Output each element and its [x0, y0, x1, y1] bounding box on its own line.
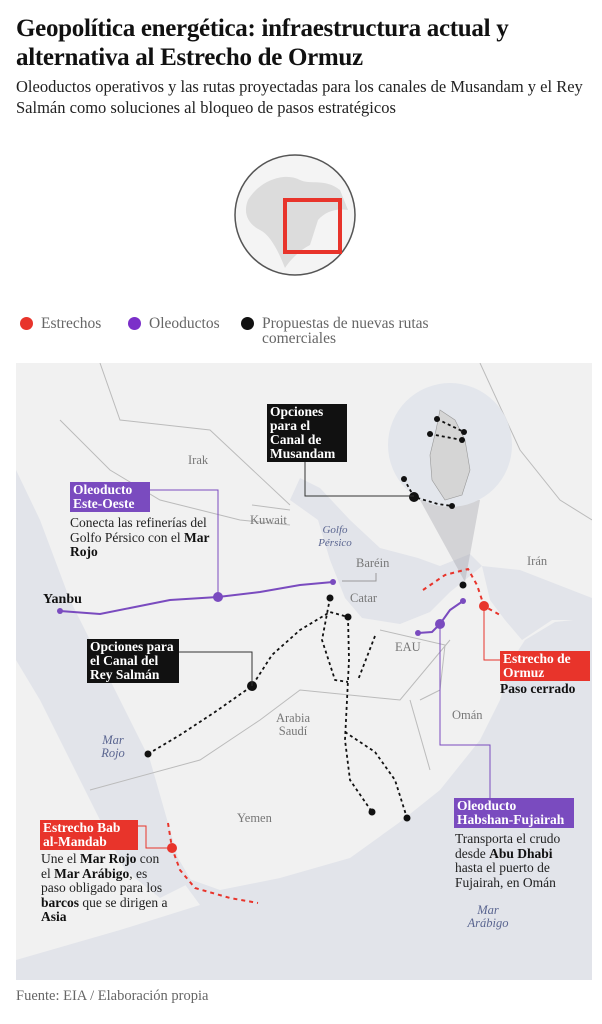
- label-yanbu: Yanbu: [43, 592, 82, 607]
- locator-globe: [234, 154, 356, 276]
- sea-areas: [16, 470, 592, 980]
- label-iran: Irán: [527, 554, 548, 568]
- strait-dot-icon: [20, 317, 33, 330]
- label-yemen: Yemen: [237, 811, 272, 825]
- callout-bab-desc: Une el Mar Rojo con el Mar Arábigo, es p…: [41, 851, 169, 925]
- desc-bold: Mar Rojo: [79, 851, 137, 866]
- label-eau: EAU: [395, 640, 421, 654]
- legend-item-oleoductos: Oleoductos: [128, 316, 220, 331]
- callout-musandam: Opciones para el Canal de Musandam: [267, 404, 347, 462]
- callout-ormuz-desc: Paso cerrado: [500, 681, 576, 696]
- callout-title: Opciones para el Canal de Musandam: [267, 404, 347, 462]
- label-mar-rojo: Mar Rojo: [101, 733, 125, 760]
- desc-text: hasta el puerto de Fujairah, en Omán: [455, 860, 556, 890]
- callout-habshan-desc: Transporta el crudo desde Abu Dhabi hast…: [455, 831, 570, 890]
- callout-title: Oleoducto Habshan-Fujairah: [454, 798, 574, 828]
- label-kuwait: Kuwait: [250, 513, 287, 527]
- pipeline-dot-icon: [128, 317, 141, 330]
- desc-text: Transporta el crudo desde: [455, 831, 561, 861]
- legend-item-estrechos: Estrechos: [20, 316, 101, 331]
- callout-rey-salman: Opciones para el Canal del Rey Salmán: [87, 639, 179, 683]
- strait-routes: [167, 567, 501, 904]
- callout-ormuz: Estrecho de Ormuz: [500, 651, 590, 681]
- source-note: Fuente: EIA / Elaboración propia: [16, 988, 209, 1004]
- callout-title: Estrecho Bab al-Mandab: [40, 820, 138, 850]
- label-barein: Baréin: [356, 556, 390, 570]
- callout-habshan: Oleoducto Habshan-Fujairah: [454, 798, 574, 828]
- page-subtitle: Oleoductos operativos y las rutas proyec…: [16, 77, 583, 117]
- desc-bold: Mar Rojo: [70, 529, 210, 559]
- callout-este-oeste: Oleoducto Este-Oeste: [70, 482, 150, 512]
- proposal-dot-icon: [241, 317, 254, 330]
- desc-bold: Abu Dhabi: [489, 845, 553, 861]
- page-title: Geopolítica energética: infraestructura …: [16, 15, 509, 71]
- legend-label: Propuestas de nuevas rutas comerciales: [262, 315, 429, 347]
- legend-item-propuestas: Propuestas de nuevas rutas comerciales: [241, 316, 431, 346]
- desc-text: Conecta las refinerías del Golfo Pérsico…: [70, 515, 207, 545]
- callout-title: Oleoducto Este-Oeste: [70, 482, 150, 512]
- label-mar-arabigo: Mar Arábigo: [467, 903, 509, 930]
- callout-bab-al-mandab: Estrecho Bab al-Mandab: [40, 820, 138, 850]
- desc-bold: barcos: [41, 894, 80, 910]
- desc-text: Une el: [41, 851, 80, 866]
- legend-label: Estrechos: [41, 315, 102, 332]
- callout-title: Opciones para el Canal del Rey Salmán: [87, 639, 179, 683]
- label-irak: Irak: [188, 453, 209, 467]
- label-arabia-saudi: Arabia Saudí: [275, 711, 310, 738]
- proposal-routes: [147, 418, 465, 819]
- desc-text: con el: [41, 851, 160, 881]
- desc-text: , es paso obligado para los: [41, 865, 163, 895]
- label-oman: Omán: [452, 708, 483, 722]
- inset-cone: [420, 500, 480, 582]
- label-catar: Catar: [350, 591, 378, 605]
- proposal-points: [144, 416, 467, 822]
- callout-title: Estrecho de Ormuz: [500, 651, 590, 681]
- desc-text: que se dirigen a: [79, 894, 168, 910]
- borders: [59, 363, 592, 791]
- callout-este-oeste-desc: Conecta las refinerías del Golfo Pérsico…: [70, 515, 210, 560]
- label-golfo-persico: Golfo Pérsico: [318, 524, 352, 549]
- region-highlight: [283, 198, 342, 254]
- legend-label: Oleoductos: [149, 315, 220, 332]
- desc-bold: Asia: [41, 909, 67, 924]
- desc-bold: Mar Arábigo: [54, 865, 130, 881]
